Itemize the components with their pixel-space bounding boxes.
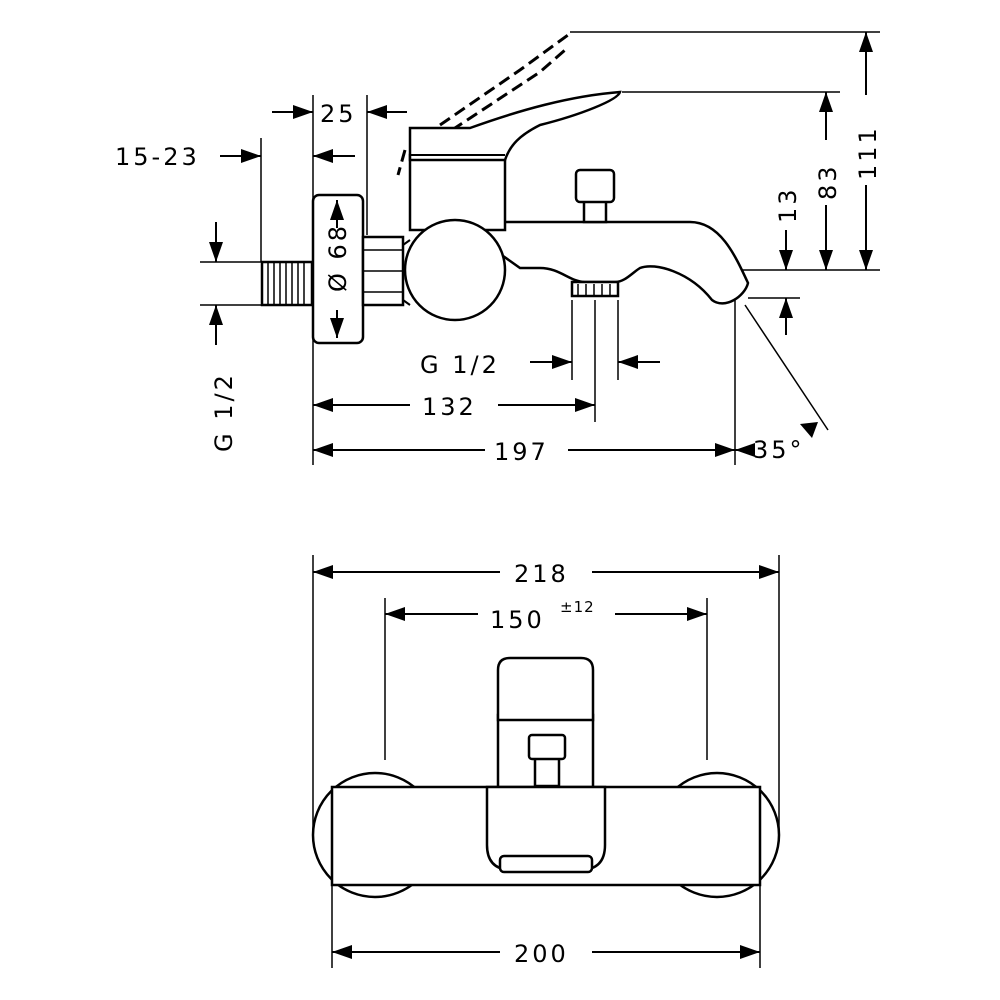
dimension-inlet-thread: G 1/2 [209, 222, 238, 452]
outlet-aerator-front [498, 854, 594, 874]
dimension-111: 111 [854, 32, 882, 270]
dimension-35-degree: 35° [735, 422, 818, 464]
wall-plate: Ø 68 [311, 193, 365, 345]
diverter-knob [574, 168, 616, 224]
dim-wall-range-label: 15-23 [115, 143, 200, 171]
body-joint-lines [402, 239, 411, 306]
dimension-25: 25 [272, 100, 407, 128]
dim-wall-offset-label: 25 [320, 100, 357, 128]
dim-overall-width-label: 218 [514, 560, 569, 588]
front-view: 218 150 ±12 200 [311, 555, 781, 968]
dim-plate-diameter-label: Ø 68 [324, 223, 352, 292]
dim-body-width-label: 200 [514, 940, 569, 968]
dimension-13: 13 [774, 186, 802, 335]
dimension-outlet-thread: G 1/2 [420, 351, 660, 379]
dim-inlet-tolerance-label: ±12 [560, 598, 595, 616]
dimension-132: 132 [313, 393, 595, 421]
dimension-218: 218 [313, 560, 779, 588]
dimension-200: 200 [332, 940, 760, 968]
outlet-aerator [570, 280, 620, 298]
dim-inlet-thread-label: G 1/2 [210, 372, 238, 452]
dim-lever-max-height-label: 111 [854, 125, 882, 180]
extension-lines [200, 31, 880, 465]
dim-outlet-distance-label: 132 [422, 393, 477, 421]
angle-arrow [800, 422, 818, 438]
mixer-body [403, 218, 507, 322]
dim-spout-angle-label: 35° [753, 436, 805, 464]
dim-inlet-centers-label: 150 [490, 606, 545, 634]
dim-spout-length-label: 197 [494, 438, 549, 466]
dimension-83: 83 [814, 92, 842, 270]
dimension-150: 150 ±12 [385, 598, 707, 634]
dim-outlet-height-label: 13 [774, 186, 802, 223]
spout-front [485, 785, 607, 874]
dimension-15-23: 15-23 [115, 143, 355, 171]
connector-nut [361, 235, 405, 307]
diverter-knob-front [527, 733, 567, 788]
dim-outlet-thread-label: G 1/2 [420, 351, 500, 379]
side-view: 25 15-23 G 1/2 Ø 68 [115, 31, 882, 466]
dimension-197: 197 [313, 438, 735, 466]
dim-lever-height-label: 83 [814, 163, 842, 200]
threaded-inlet-pipe [260, 260, 314, 307]
lever-handle [408, 90, 622, 232]
lever-open-position [396, 33, 569, 176]
